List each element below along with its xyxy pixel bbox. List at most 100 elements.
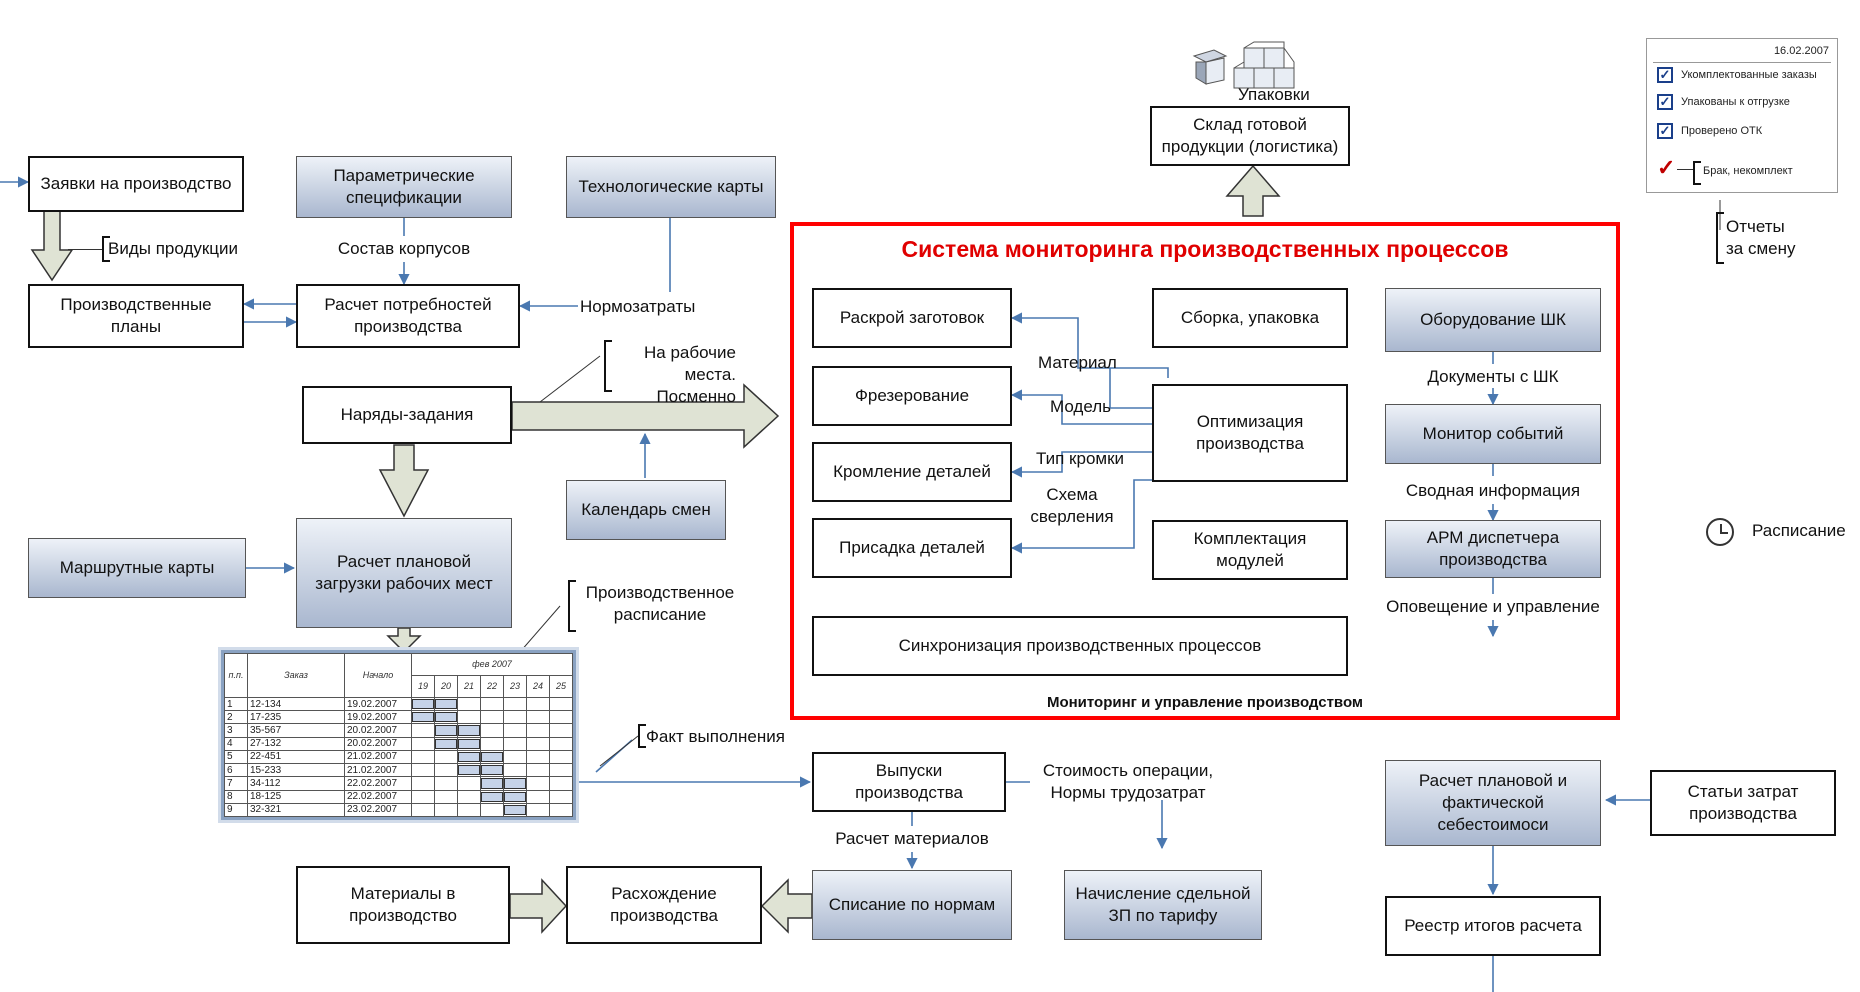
day-cell	[503, 749, 527, 765]
day-cell	[526, 749, 550, 765]
materials-box: Материалы в производство	[296, 866, 510, 944]
edge-type-label: Тип кромки	[1036, 449, 1125, 468]
event-monitor-box: Монитор событий	[1385, 404, 1601, 464]
shift-calendar-box: Календарь смен	[566, 480, 726, 540]
shift-reports-label: Отчеты за смену	[1726, 217, 1796, 258]
day-cell	[457, 696, 481, 712]
day-cell	[457, 802, 481, 818]
gantt-bar	[458, 725, 480, 736]
day-cell	[503, 776, 527, 791]
param-specs-box: Параметрические спецификации	[296, 156, 512, 218]
day-cell	[434, 776, 458, 791]
model-label: Модель	[1050, 397, 1112, 416]
norm-costs-label: Нормозатраты	[580, 297, 696, 316]
cell-n: 5	[224, 749, 248, 765]
day-cell	[411, 789, 435, 804]
gantt-bar	[458, 751, 480, 763]
route-cards-box: Маршрутные карты	[28, 538, 246, 598]
day-cell	[549, 776, 573, 791]
cell-order: 17-235	[247, 710, 345, 725]
day-cell	[457, 736, 481, 751]
report-date: 16.02.2007	[1773, 45, 1829, 57]
gantt-bar	[435, 725, 457, 736]
shift-report-card: 16.02.2007 ✓ Укомплектованные заказы ✓ У…	[1646, 38, 1838, 193]
checkbox-checked: ✓	[1657, 123, 1673, 139]
gantt-bar	[481, 778, 503, 789]
block-arrow-writeoff-to-discrepancy	[760, 878, 813, 934]
milling-box: Фрезерование	[812, 366, 1012, 426]
day-cell	[411, 710, 435, 725]
checkbox-checked: ✓	[1657, 67, 1673, 83]
gantt-bar	[504, 804, 526, 815]
day-cell	[411, 802, 435, 818]
cell-start: 20.02.2007	[344, 736, 412, 751]
day-header: 22	[480, 675, 504, 698]
material-label: Материал	[1038, 353, 1117, 372]
day-cell	[549, 710, 573, 725]
day-cell	[526, 763, 550, 778]
day-cell	[503, 736, 527, 751]
block-arrow-to-finished-goods	[1225, 164, 1281, 217]
gantt-bar	[481, 751, 503, 763]
fitting-box: Присадка деталей	[812, 518, 1012, 578]
day-cell	[526, 710, 550, 725]
cell-n: 7	[224, 776, 248, 791]
discrepancy-box: Расхождение производства	[566, 866, 762, 944]
day-cell	[434, 710, 458, 725]
day-cell	[457, 710, 481, 725]
calc-needs-box: Расчет потребностей производства	[296, 284, 520, 348]
day-cell	[480, 749, 504, 765]
cell-n: 8	[224, 789, 248, 804]
report-item: Укомплектованные заказы	[1681, 69, 1817, 81]
day-cell	[526, 802, 550, 818]
notify-label: Оповещение и управление	[1386, 597, 1600, 616]
col-header: Начало	[344, 653, 412, 698]
day-cell	[480, 723, 504, 738]
day-cell	[434, 736, 458, 751]
gantt-bar	[412, 712, 434, 723]
edging-box: Кромление деталей	[812, 442, 1012, 502]
day-cell	[503, 710, 527, 725]
block-arrow-orders-to-load	[378, 444, 430, 518]
report-item: Проверено ОТК	[1681, 125, 1763, 137]
production-plans-box: Производственные планы	[28, 284, 244, 348]
day-cell	[434, 696, 458, 712]
day-cell	[434, 789, 458, 804]
report-defect: Брак, некомплект	[1703, 165, 1793, 177]
cell-n: 9	[224, 802, 248, 818]
releases-box: Выпуски производства	[812, 752, 1006, 812]
summary-label: Сводная информация	[1405, 481, 1581, 500]
day-cell	[434, 749, 458, 765]
day-cell	[434, 723, 458, 738]
cell-start: 19.02.2007	[344, 696, 412, 712]
gantt-bar	[412, 699, 434, 710]
day-cell	[411, 749, 435, 765]
gantt-bar	[481, 765, 503, 776]
day-cell	[549, 763, 573, 778]
link-opt-to-fitting	[1010, 479, 1152, 554]
gantt-bar	[504, 791, 526, 802]
calc-load-box: Расчет плановой загрузки рабочих мест	[296, 518, 512, 628]
day-cell	[411, 696, 435, 712]
checkbox-checked: ✓	[1657, 94, 1673, 110]
cell-start: 22.02.2007	[344, 776, 412, 791]
clock-icon	[1706, 518, 1734, 546]
optimization-box: Оптимизация производства	[1152, 384, 1348, 482]
day-cell	[503, 802, 527, 818]
gantt-bar	[435, 738, 457, 749]
barcode-docs-label: Документы с ШК	[1427, 367, 1559, 386]
block-arrow-materials-to-discrepancy	[509, 878, 568, 934]
day-cell	[503, 723, 527, 738]
day-cell	[457, 723, 481, 738]
day-cell	[457, 763, 481, 778]
col-header: Заказ	[247, 653, 345, 698]
cost-items-box: Статьи затрат производства	[1650, 770, 1836, 836]
gantt-bar	[435, 712, 457, 723]
